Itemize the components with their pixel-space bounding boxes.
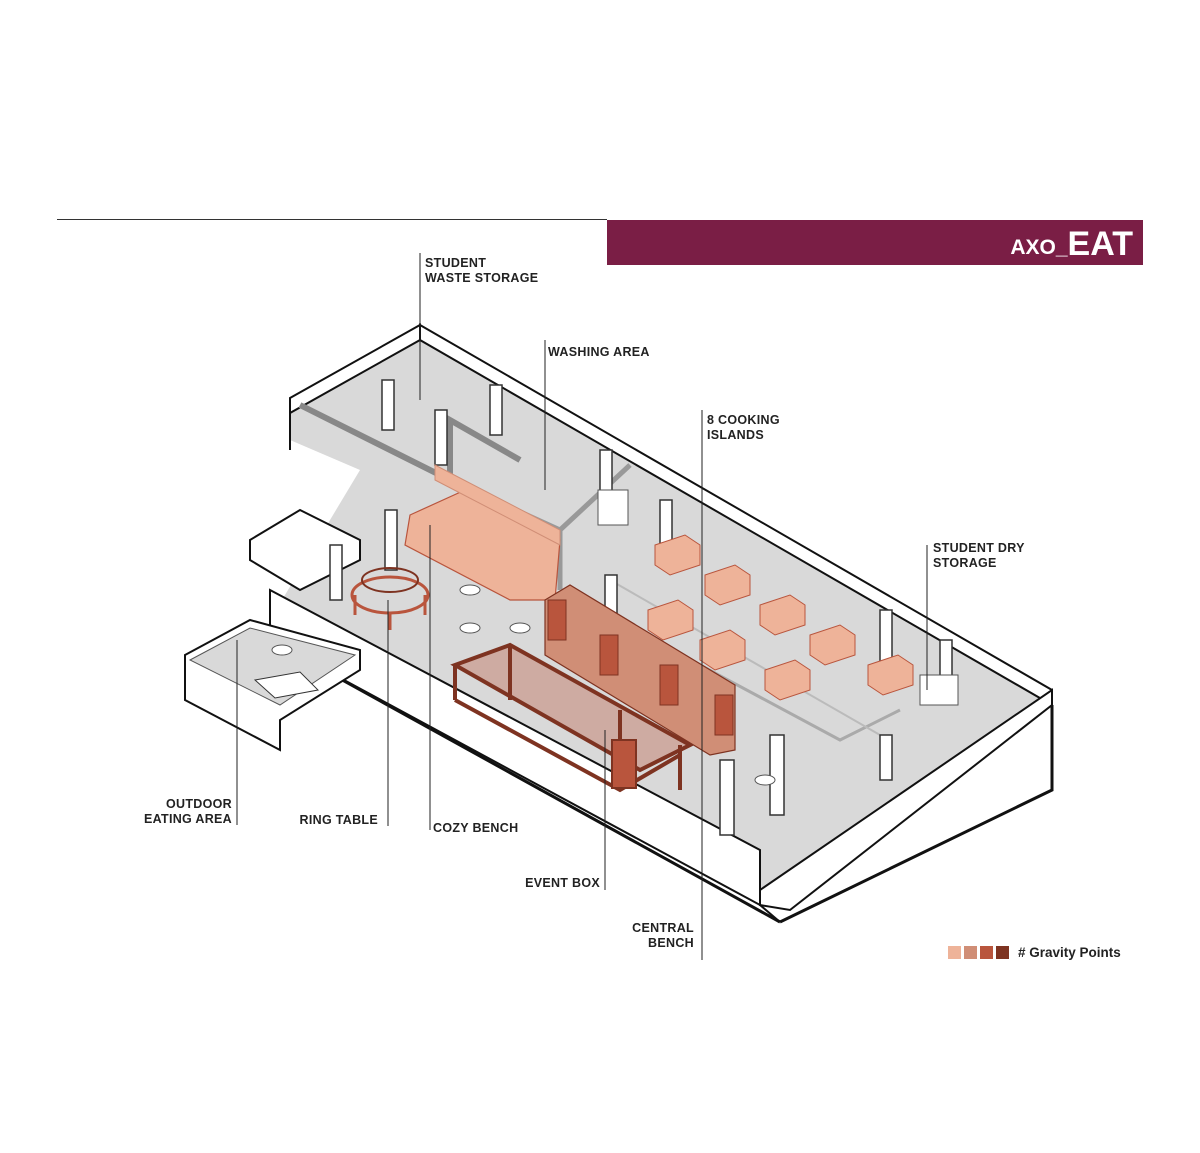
- label-cooking-islands: 8 COOKING ISLANDS: [707, 413, 780, 442]
- legend-swatch-3: [980, 946, 993, 959]
- label-event-box: EVENT BOX: [525, 876, 600, 890]
- label-ring-table: RING TABLE: [299, 813, 378, 827]
- title-prefix: AXO_: [1010, 236, 1068, 259]
- ring-table: [350, 567, 430, 630]
- cooking-islands: [647, 534, 914, 701]
- label-washing-area: WASHING AREA: [548, 345, 650, 359]
- label-student-dry-storage: STUDENT DRY STORAGE: [933, 541, 1025, 570]
- label-student-waste-storage: STUDENT WASTE STORAGE: [425, 256, 539, 285]
- label-cozy-bench: COZY BENCH: [433, 821, 519, 835]
- top-rule: [57, 219, 607, 220]
- title-main: EAT: [1067, 225, 1133, 263]
- storage-shelves: [597, 489, 959, 706]
- legend-swatch-2: [964, 946, 977, 959]
- bench-pillars: [547, 599, 734, 736]
- legend-swatch-1: [948, 946, 961, 959]
- right-wall-edge: [779, 705, 1054, 924]
- outdoor-steps: [253, 671, 320, 699]
- central-bench: [544, 584, 736, 756]
- legend-swatch-4: [996, 946, 1009, 959]
- leader-lines: [236, 253, 928, 960]
- label-central-bench: CENTRAL BENCH: [632, 921, 694, 950]
- label-outdoor-eating-area: OUTDOOR EATING AREA: [143, 797, 232, 826]
- right-wall: [759, 688, 1053, 912]
- legend-text: # Gravity Points: [1018, 945, 1121, 960]
- event-box: [450, 642, 695, 793]
- partition-waste: [298, 402, 522, 485]
- cafe-tables: [271, 584, 776, 786]
- legend: # Gravity Points: [948, 945, 1121, 960]
- title-banner: AXO_ EAT: [607, 220, 1143, 265]
- cozy-bench-back: [434, 464, 561, 546]
- front-wall-base: [269, 638, 781, 924]
